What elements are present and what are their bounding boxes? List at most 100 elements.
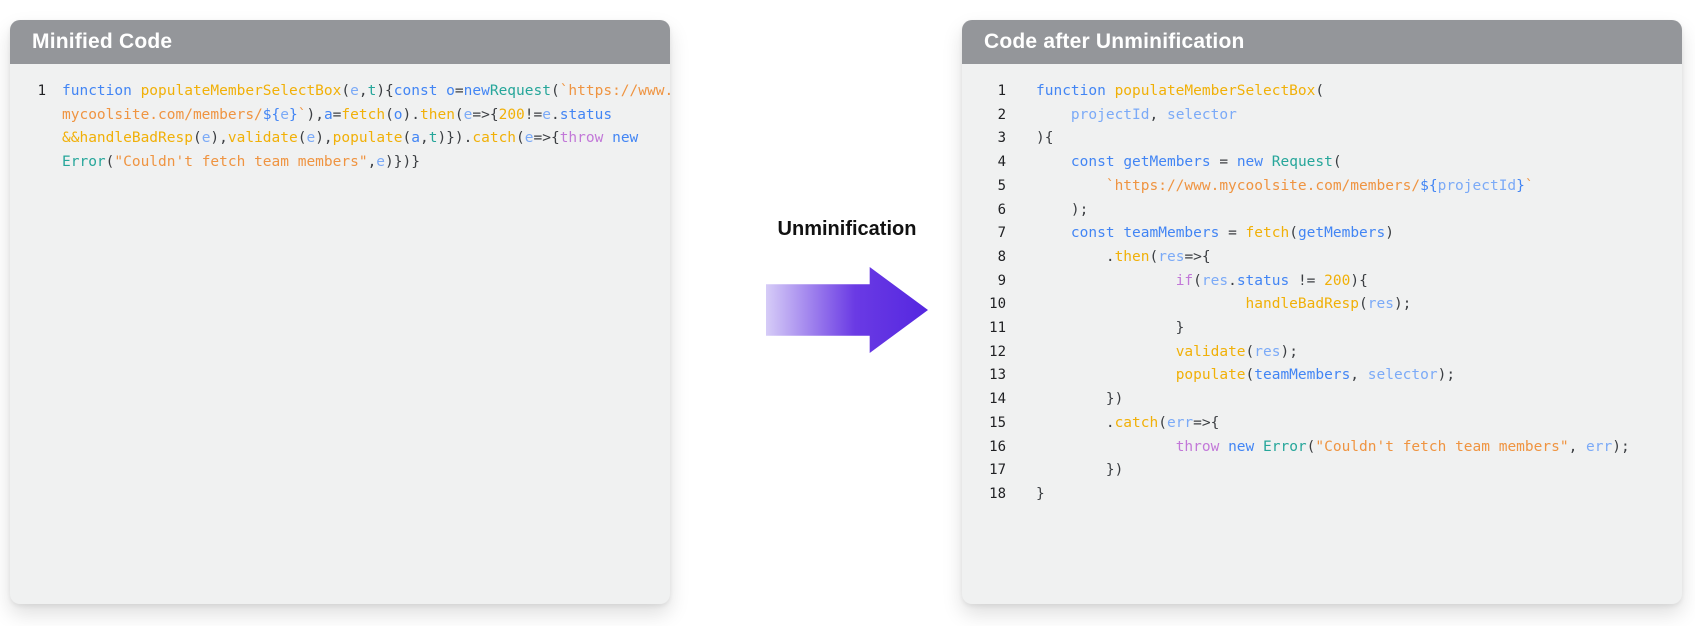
code-token: != [1289, 272, 1325, 289]
code-text: if(res.status != 200){ [1036, 270, 1368, 294]
code-token: handleBadResp [1245, 296, 1360, 313]
unminified-code-line-4: 4 const getMembers = new Request( [962, 151, 1670, 175]
minified-code-line-3: &&handleBadResp(e),validate(e),populate(… [10, 127, 658, 151]
code-token: ). [402, 106, 420, 123]
code-token: res [1201, 272, 1229, 289]
unminification-label: Unminification [777, 218, 917, 240]
line-number: 5 [997, 177, 1006, 194]
code-token: function [1036, 83, 1115, 99]
code-token: populateMemberSelectBox [1114, 83, 1316, 99]
code-token: err [1166, 414, 1194, 431]
line-number: 17 [989, 462, 1006, 479]
minified-code-line-4: Error("Couldn't fetch team members",e)})… [10, 151, 658, 175]
code-token: ); [1280, 343, 1298, 360]
code-text: populate(teamMembers, selector); [1036, 364, 1455, 388]
code-token: ${ [1420, 177, 1438, 194]
code-token [1036, 178, 1106, 194]
code-token: e [201, 130, 211, 147]
code-token: =>{ [1193, 414, 1220, 431]
code-token: e [542, 106, 551, 123]
line-number: 8 [997, 248, 1006, 265]
code-token: ); [1612, 438, 1630, 455]
code-text: .then(res=>{ [1036, 246, 1211, 270]
code-token: ( [1332, 154, 1342, 171]
code-token: populate [332, 130, 403, 147]
code-token: catch [1114, 414, 1159, 431]
unminified-code-line-8: 8 .then(res=>{ [962, 246, 1670, 270]
line-number: 14 [989, 391, 1006, 408]
code-token: "Couldn't fetch team members" [114, 154, 368, 171]
code-token: ( [550, 83, 560, 99]
code-token: function [62, 83, 141, 99]
code-token: 200 [1324, 272, 1351, 289]
code-token: e [350, 83, 359, 99]
code-token: err [1586, 438, 1613, 455]
code-token: = [1219, 225, 1246, 242]
code-token: e [306, 130, 316, 147]
code-token: != [524, 106, 543, 123]
code-token: , [358, 83, 368, 99]
code-token [1036, 273, 1176, 289]
code-token: const [1070, 225, 1124, 242]
line-number: 15 [989, 414, 1006, 431]
code-token: validate [1175, 343, 1246, 360]
unminified-code-header: Code after Unminification [962, 20, 1682, 64]
code-token: } [1036, 485, 1045, 502]
code-token: validate [227, 130, 298, 147]
code-token: getMembers [1123, 154, 1211, 171]
code-token: o [393, 106, 403, 123]
code-token: new [612, 130, 639, 147]
code-token: Request [489, 83, 551, 99]
code-text: }) [1036, 388, 1123, 412]
code-text: } [1036, 317, 1185, 341]
unminified-code-line-13: 13 populate(teamMembers, selector); [962, 364, 1670, 388]
code-token: e [280, 106, 289, 123]
code-token: ( [1306, 438, 1316, 455]
code-token: const [393, 83, 447, 99]
code-token [1036, 439, 1176, 455]
code-token: teamMembers [1123, 225, 1220, 242]
code-token: t [367, 83, 377, 99]
line-number: 16 [989, 438, 1006, 455]
minified-code-header: Minified Code [10, 20, 670, 64]
code-token: )})} [385, 154, 420, 171]
code-token: fetch [1245, 225, 1290, 242]
code-text: validate(res); [1036, 341, 1298, 365]
code-text: }) [1036, 459, 1123, 483]
code-token: const [1070, 154, 1124, 171]
line-number: 7 [997, 225, 1006, 242]
code-token: ( [1315, 83, 1325, 99]
code-token [1036, 154, 1071, 170]
code-text: mycoolsite.com/members/${e}`),a=fetch(o)… [62, 104, 612, 128]
code-token: , [419, 130, 429, 147]
line-number: 9 [997, 272, 1006, 289]
transformation-group: Unminification [763, 218, 931, 353]
code-text: } [1036, 483, 1045, 507]
unminified-code-line-7: 7 const teamMembers = fetch(getMembers) [962, 222, 1670, 246]
code-token: a [411, 130, 420, 147]
code-text: &&handleBadResp(e),validate(e),populate(… [62, 127, 638, 151]
code-text: Error("Couldn't fetch team members",e)})… [62, 151, 420, 175]
code-token: ); [1437, 367, 1456, 384]
code-token: populateMemberSelectBox [140, 83, 342, 99]
code-token: ( [297, 130, 307, 147]
code-token: ){ [1350, 272, 1368, 289]
code-token: } [1516, 177, 1525, 194]
unminified-code-line-9: 9 if(res.status != 200){ [962, 270, 1670, 294]
code-token: ( [1193, 272, 1202, 289]
code-token: ){ [1036, 130, 1054, 147]
unminified-code-line-3: 3){ [962, 127, 1670, 151]
code-token: ), [315, 130, 333, 147]
unminified-code-line-18: 18} [962, 483, 1670, 507]
code-text: const getMembers = new Request( [1036, 151, 1342, 175]
code-token: ( [1158, 414, 1167, 431]
code-token: ), [210, 130, 228, 147]
minified-code-line-2: mycoolsite.com/members/${e}`),a=fetch(o)… [10, 104, 658, 128]
code-token: projectId [1070, 106, 1150, 123]
code-text: ); [1036, 199, 1088, 223]
line-number: 2 [997, 106, 1006, 123]
code-token: e [463, 106, 473, 123]
code-token: ( [341, 83, 351, 99]
code-token: status [1236, 272, 1290, 289]
